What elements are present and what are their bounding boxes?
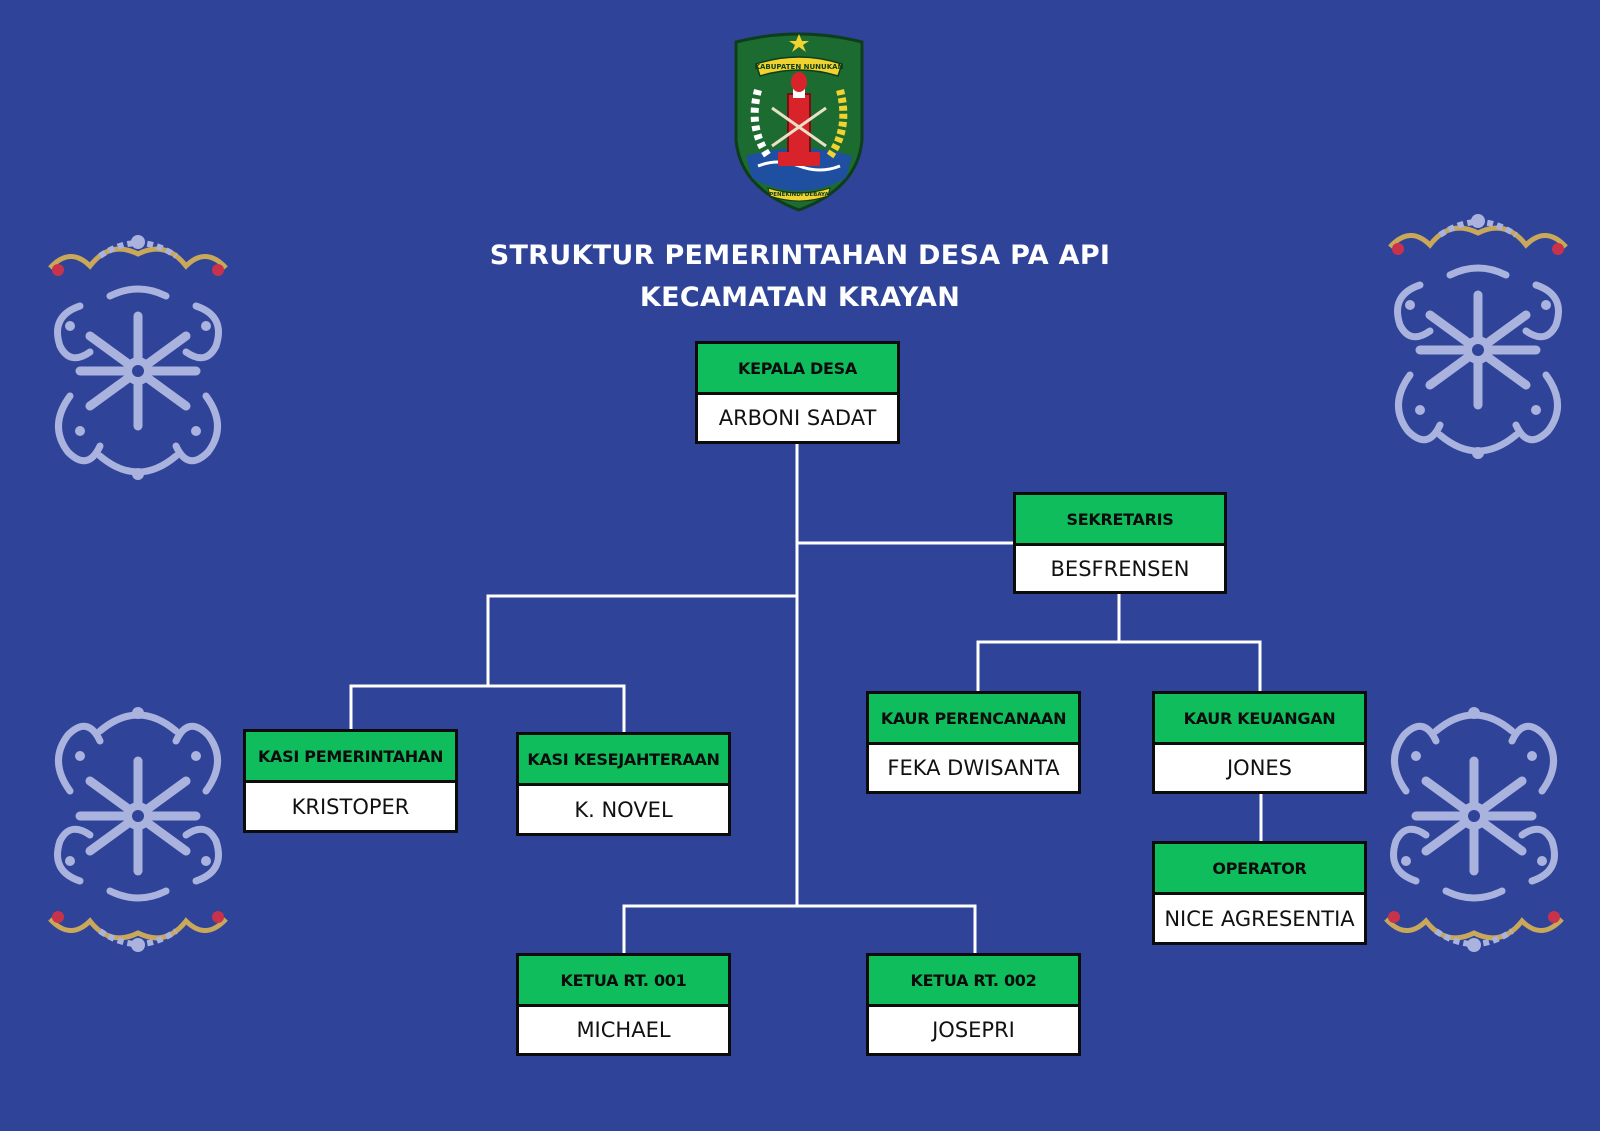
person-name: JONES bbox=[1226, 756, 1293, 780]
svg-text:PENEKINDI DEBAYA: PENEKINDI DEBAYA bbox=[769, 192, 829, 198]
person-name: MICHAEL bbox=[576, 1018, 671, 1042]
box-kepala-desa: KEPALA DESA ARBONI SADAT bbox=[695, 341, 900, 444]
box-ketua-rt-002: KETUA RT. 002 JOSEPRI bbox=[866, 953, 1081, 1056]
dayak-ornament-icon bbox=[48, 707, 228, 952]
role-label: KASI KESEJAHTERAAN bbox=[519, 735, 728, 786]
person-name: K. NOVEL bbox=[574, 797, 673, 822]
box-operator: OPERATOR NICE AGRESENTIA bbox=[1152, 841, 1367, 945]
person-name: NICE AGRESENTIA bbox=[1164, 906, 1355, 931]
role-label: KETUA RT. 002 bbox=[869, 956, 1078, 1007]
role-label: KASI PEMERINTAHAN bbox=[246, 732, 455, 783]
box-ketua-rt-001: KETUA RT. 001 MICHAEL bbox=[516, 953, 731, 1056]
box-kasi-kesejahteraan: KASI KESEJAHTERAAN K. NOVEL bbox=[516, 732, 731, 836]
box-kasi-pemerintahan: KASI PEMERINTAHAN KRISTOPER bbox=[243, 729, 458, 833]
dayak-ornament-icon bbox=[1384, 707, 1564, 952]
dayak-ornament-icon bbox=[1388, 214, 1568, 459]
box-kaur-perencanaan: KAUR PERENCANAAN FEKA DWISANTA bbox=[866, 691, 1081, 794]
box-sekretaris: SEKRETARIS BESFRENSEN bbox=[1013, 492, 1227, 594]
role-label: KEPALA DESA bbox=[698, 344, 897, 395]
role-label: KETUA RT. 001 bbox=[519, 956, 728, 1007]
person-name: KRISTOPER bbox=[291, 794, 410, 819]
person-name: JOSEPRI bbox=[932, 1018, 1015, 1042]
svg-text:KABUPATEN NUNUKAN: KABUPATEN NUNUKAN bbox=[755, 63, 844, 71]
chart-title-line-2: KECAMATAN KRAYAN bbox=[639, 282, 961, 313]
person-name: BESFRENSEN bbox=[1050, 556, 1190, 581]
person-name: FEKA DWISANTA bbox=[887, 756, 1060, 780]
kabupaten-nunukan-emblem-icon: KABUPATEN NUNUKAN PENEKINDI DEBAYA bbox=[734, 32, 864, 212]
role-label: KAUR PERENCANAAN bbox=[869, 694, 1078, 745]
chart-title-line-1: STRUKTUR PEMERINTAHAN DESA PA API bbox=[489, 240, 1111, 271]
role-label: OPERATOR bbox=[1155, 844, 1364, 895]
box-kaur-keuangan: KAUR KEUANGAN JONES bbox=[1152, 691, 1367, 794]
dayak-ornament-icon bbox=[48, 235, 228, 480]
role-label: SEKRETARIS bbox=[1016, 495, 1224, 546]
role-label: KAUR KEUANGAN bbox=[1155, 694, 1364, 745]
person-name: ARBONI SADAT bbox=[718, 406, 877, 430]
